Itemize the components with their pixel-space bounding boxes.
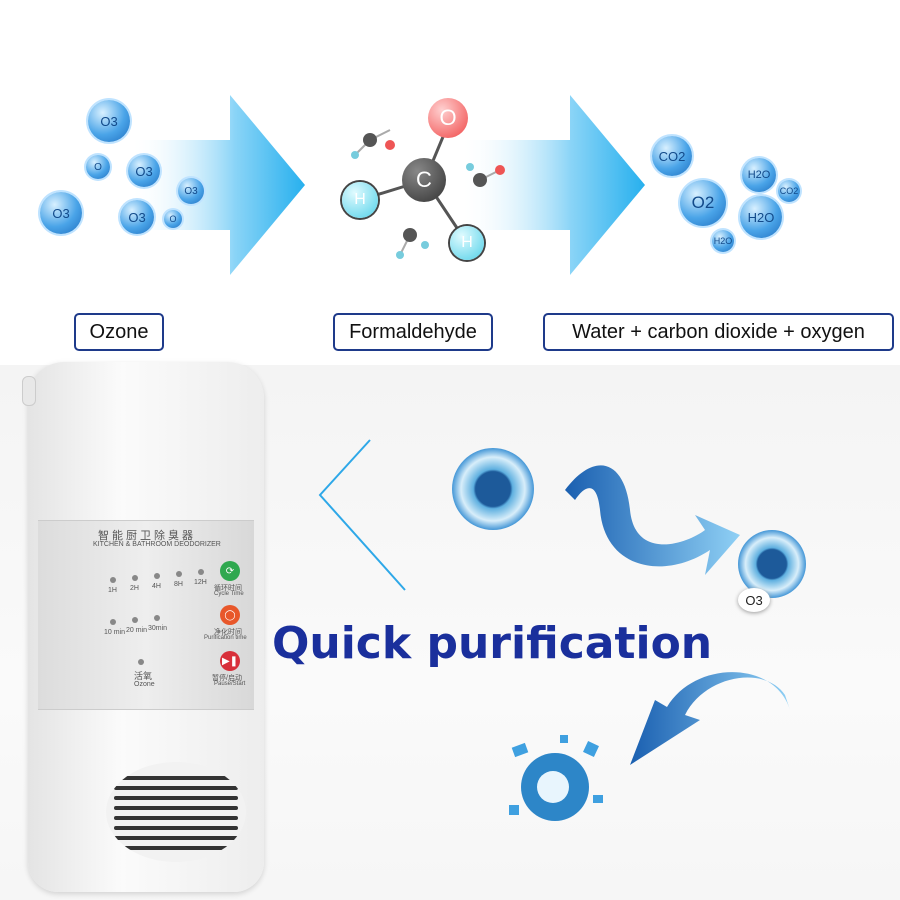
led xyxy=(132,617,138,623)
led xyxy=(198,569,204,575)
ozone-led-label-en: Ozone xyxy=(134,681,155,688)
ozone-molecule: O3 xyxy=(128,155,160,187)
o3-tag: O3 xyxy=(738,588,770,612)
control-panel: 智能厨卫除臭器 KITCHEN & BATHROOM DEODORIZER 1H… xyxy=(38,520,254,710)
co2-molecule: CO2 xyxy=(778,180,800,202)
ozone-sphere-icon xyxy=(738,530,806,598)
led-label: 4H xyxy=(152,583,161,590)
curved-arrow-icon xyxy=(630,672,790,765)
button-label: 暂停/启动 xyxy=(212,675,242,682)
button-label: 循环时间 xyxy=(214,585,242,592)
shattered-molecule-icon xyxy=(509,735,603,821)
co2-molecule: CO2 xyxy=(652,136,692,176)
headline: Quick purification xyxy=(272,618,713,669)
led xyxy=(132,575,138,581)
h2o-molecule: H2O xyxy=(712,230,734,252)
hydrogen-atom: H xyxy=(342,182,378,218)
led-label: 12H xyxy=(194,579,207,586)
hydrogen-atom: H xyxy=(450,226,484,260)
led xyxy=(110,577,116,583)
ozone-led-label: 活氧 xyxy=(134,671,153,681)
led-label: 2H xyxy=(130,585,139,592)
led xyxy=(176,571,182,577)
deodorizer-device: 智能厨卫除臭器 KITCHEN & BATHROOM DEODORIZER 1H… xyxy=(22,362,264,892)
arrow-right-icon xyxy=(460,95,645,275)
led xyxy=(154,573,160,579)
speaker-grille xyxy=(106,762,246,862)
ozone-molecule: O3 xyxy=(40,192,82,234)
o2-molecule: O2 xyxy=(680,180,726,226)
oxygen-molecule: O xyxy=(86,155,110,179)
result-label: Water + carbon dioxide + oxygen xyxy=(543,313,894,351)
h2o-molecule: H2O xyxy=(740,196,782,238)
button-label: 净化时间 xyxy=(214,629,242,636)
led-label: 30min xyxy=(148,625,168,632)
button-label: Pause/Start xyxy=(214,681,246,687)
led xyxy=(138,659,144,665)
h2o-molecule: H2O xyxy=(742,158,776,192)
led-label: 8H xyxy=(174,581,183,588)
led-label: 20 min xyxy=(126,627,148,634)
curved-arrow-icon xyxy=(565,465,740,575)
carbon-atom: C xyxy=(402,158,446,202)
oxygen-molecule: O xyxy=(164,210,182,228)
cycle-time-button[interactable]: ⟳ xyxy=(220,561,240,581)
ozone-molecule: O3 xyxy=(120,200,154,234)
device-title-cn: 智能厨卫除臭器 xyxy=(98,530,196,542)
led-label: 1H xyxy=(108,587,117,594)
led xyxy=(154,615,160,621)
formaldehyde-label: Formaldehyde xyxy=(333,313,493,351)
arrow-right-icon xyxy=(130,95,305,275)
pause-start-button[interactable]: ▶❚ xyxy=(220,651,240,671)
ozone-molecule: O3 xyxy=(88,100,130,142)
oxygen-atom: O xyxy=(428,98,468,138)
ozone-molecule: O3 xyxy=(178,178,204,204)
chevron-left-line xyxy=(318,439,406,591)
ozone-label: Ozone xyxy=(74,313,164,351)
led-label: 10 min xyxy=(104,629,126,636)
button-label: Purification time xyxy=(204,635,247,641)
button-label: Cycle Time xyxy=(214,591,244,597)
power-switch xyxy=(22,376,36,406)
purification-time-button[interactable]: ◯ xyxy=(220,605,240,625)
device-title-en: KITCHEN & BATHROOM DEODORIZER xyxy=(93,541,221,548)
ozone-sphere-icon xyxy=(452,448,534,530)
led xyxy=(110,619,116,625)
